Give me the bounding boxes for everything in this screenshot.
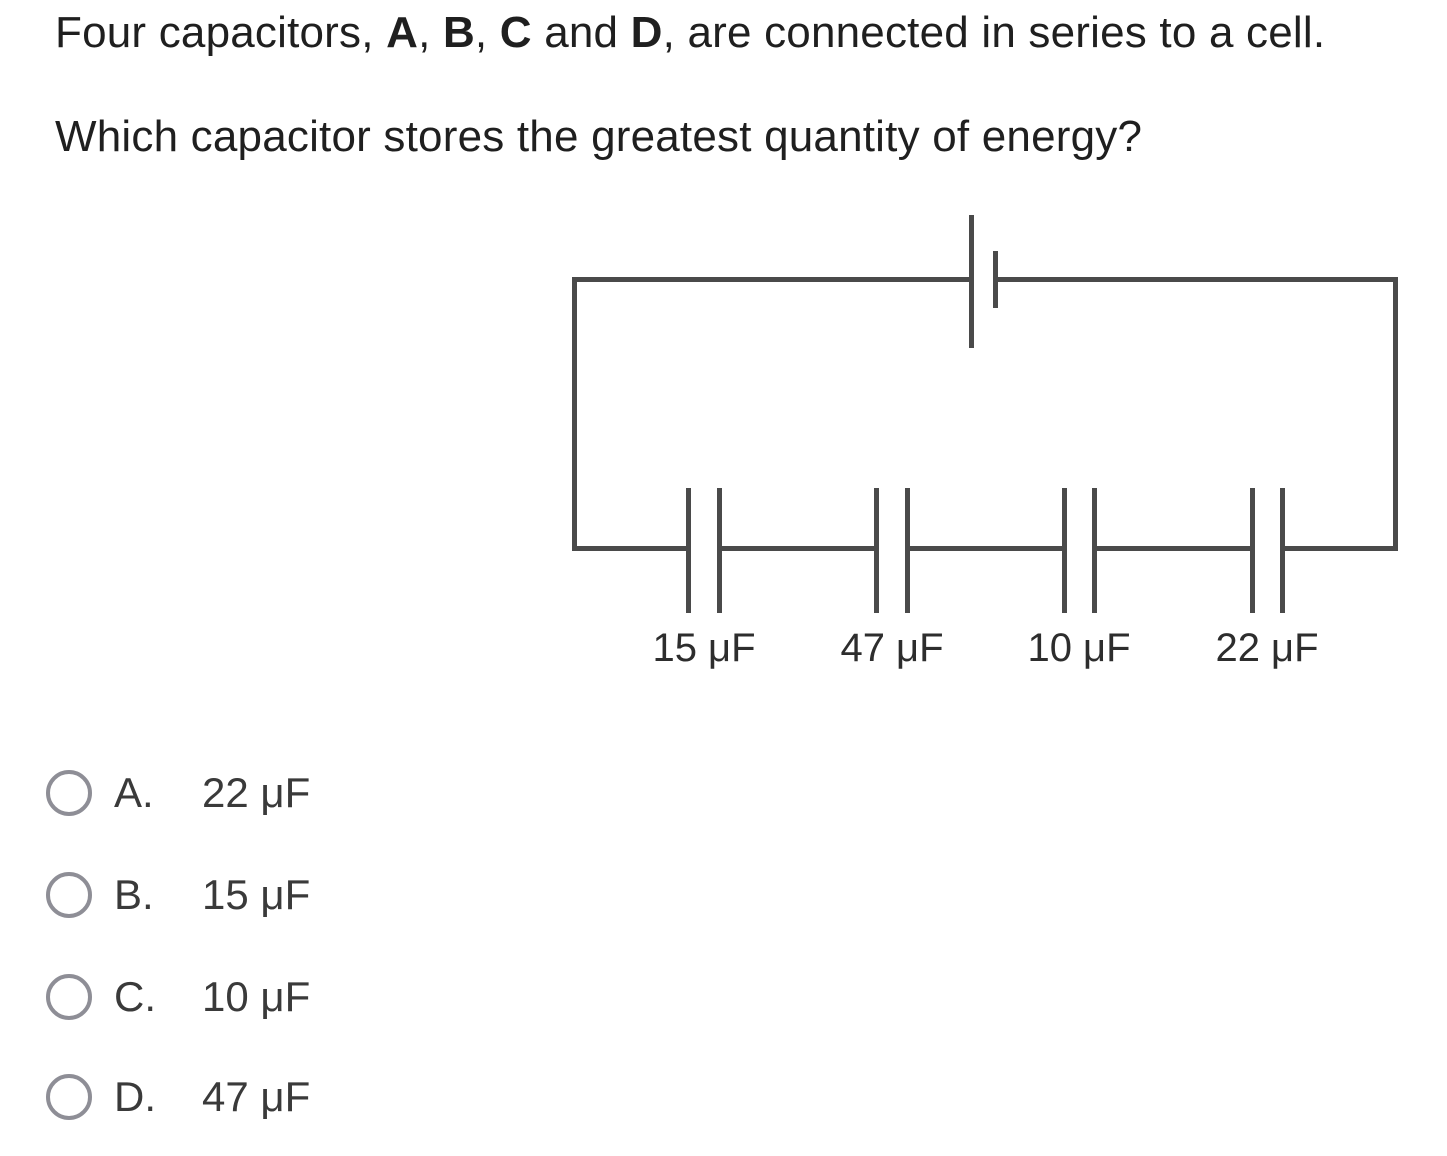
option-c-radio[interactable] [46,974,92,1020]
capacitor-name-c: C [499,8,532,57]
circuit-bottom-wire-seg-2 [722,546,874,551]
circuit-bottom-wire-seg-1 [572,546,686,551]
option-d-letter: D. [114,1073,156,1120]
circuit-top-wire-left [572,277,971,282]
option-b-radio[interactable] [46,872,92,918]
capacitor-name-d: D [630,8,663,57]
circuit-top-wire-right [998,277,1398,282]
option-row-c[interactable]: C. 10 μF [46,973,311,1020]
circuit-bottom-wire-seg-3 [910,546,1062,551]
question-text-part: , [474,8,500,57]
option-d-radio[interactable] [46,1074,92,1120]
question-line-2: Which capacitor stores the greatest quan… [55,112,1143,161]
capacitor-10uf-right-plate [1092,488,1097,613]
capacitor-47uf-right-plate [905,488,910,613]
option-row-d[interactable]: D. 47 μF [46,1073,311,1120]
capacitor-15uf-right-plate [717,488,722,613]
cell-short-plate [993,251,998,308]
option-row-a[interactable]: A. 22 μF [46,769,311,816]
capacitor-22uf-label: 22 μF [1215,626,1319,670]
option-c-letter: C. [114,973,156,1020]
capacitor-10uf-left-plate [1062,488,1067,613]
circuit-right-wire [1393,277,1398,551]
capacitor-47uf-label: 47 μF [840,626,944,670]
question-text-part: and [531,8,631,57]
capacitor-22uf-right-plate [1280,488,1285,613]
capacitor-15uf-label: 15 μF [652,626,756,670]
question-text-part: , are connected in series to a cell. [662,8,1326,57]
option-c-value: 10 μF [202,973,311,1020]
question-text-part: , [418,8,443,57]
capacitor-10uf-label: 10 μF [1027,626,1131,670]
circuit-left-wire [572,277,577,551]
capacitor-47uf-left-plate [874,488,879,613]
option-a-letter: A. [114,769,154,816]
option-d-value: 47 μF [202,1073,311,1120]
cell-long-plate [969,215,974,348]
option-b-value: 15 μF [202,871,311,918]
question-text-part: Four capacitors, [55,8,387,57]
capacitor-name-a: A [386,8,419,57]
capacitor-22uf-left-plate [1250,488,1255,613]
capacitor-name-b: B [442,8,475,57]
option-a-radio[interactable] [46,770,92,816]
option-row-b[interactable]: B. 15 μF [46,871,311,918]
circuit-bottom-wire-seg-4 [1097,546,1250,551]
circuit-bottom-wire-seg-5 [1285,546,1398,551]
option-a-value: 22 μF [202,769,311,816]
question-line-1: Four capacitors, A, B, C and D, are conn… [55,8,1325,59]
option-b-letter: B. [114,871,154,918]
capacitor-15uf-left-plate [686,488,691,613]
